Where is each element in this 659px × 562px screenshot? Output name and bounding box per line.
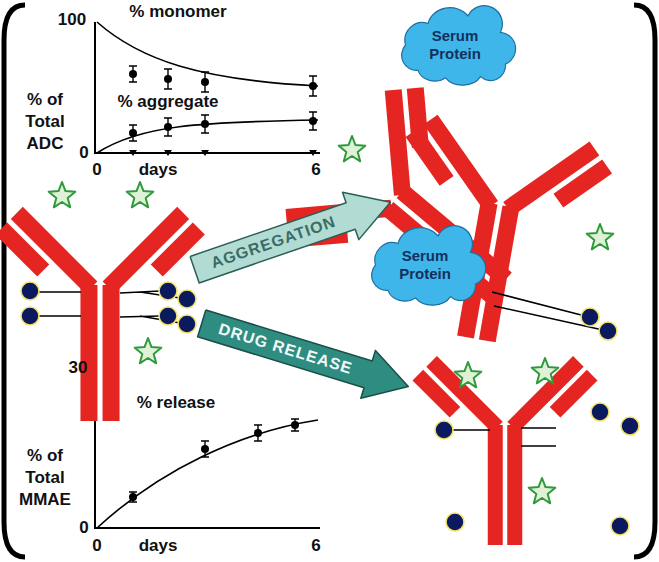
deconjugated-antibody <box>413 356 639 545</box>
axis-tick-label: 0 <box>92 535 101 557</box>
axis-title: % of Total MMAE <box>10 445 80 511</box>
serum-protein-cloud: Serum Protein <box>393 7 518 83</box>
release-chart <box>95 370 320 528</box>
axis-tick-label: 6 <box>311 159 320 181</box>
process-arrow: DRUG RELEASE <box>194 300 415 411</box>
axis-tick-label: days <box>139 535 178 557</box>
series-label: % release <box>137 392 215 414</box>
process-arrow: AGGREGATION <box>186 179 398 294</box>
axis-tick-label: 6 <box>311 535 320 557</box>
axis-title: % of Total ADC <box>12 89 78 155</box>
axis-tick-label: 30 <box>69 357 88 379</box>
aggregation-chart <box>95 22 320 156</box>
series-label: % monomer <box>129 1 226 23</box>
cloud-label: Serum Protein <box>424 27 486 63</box>
bracket <box>634 5 655 557</box>
axis-tick-label: 0 <box>79 517 88 539</box>
axis-tick-label: 100 <box>58 9 86 31</box>
bracket <box>4 5 25 557</box>
serum-protein-cloud: Serum Protein <box>363 227 488 303</box>
cloud-label: Serum Protein <box>394 247 456 283</box>
antibody-drug-conjugate <box>0 182 205 421</box>
axis-tick-label: days <box>139 159 178 181</box>
series-label: % aggregate <box>117 91 218 113</box>
axis-tick-label: 0 <box>92 159 101 181</box>
axis-tick-label: 0 <box>79 142 88 164</box>
